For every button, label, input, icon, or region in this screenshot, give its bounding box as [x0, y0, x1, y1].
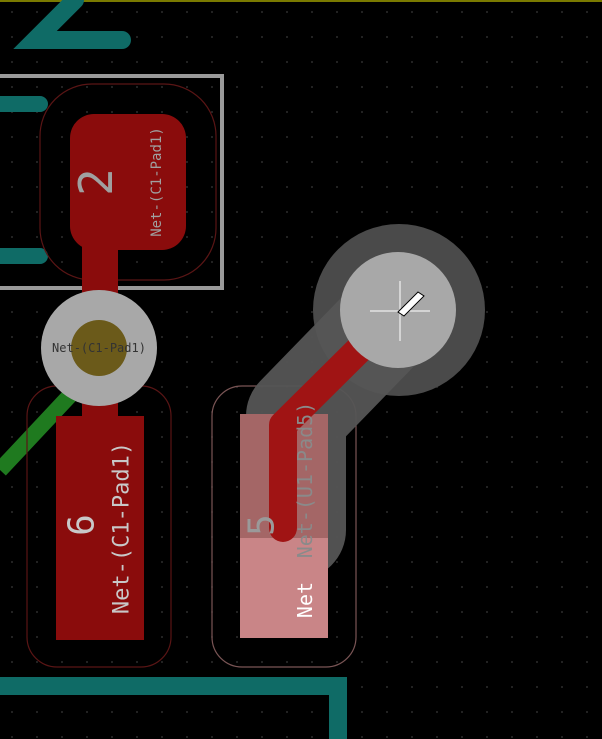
via-hole — [71, 320, 127, 376]
pad-2-neck — [82, 240, 118, 300]
pad-5-net-label: Net-(U1-Pad5) — [293, 402, 317, 559]
pad-2-clearance-outline — [39, 83, 217, 281]
teal-track-top[interactable] — [13, 0, 131, 49]
pad-2-number: 2 — [69, 168, 123, 196]
via-net-label: Net-(C1-Pad1) — [52, 341, 146, 355]
pad-2-net-label: Net-(C1-Pad1) — [149, 127, 165, 237]
pad-5-number: 5 — [242, 514, 283, 536]
pad-6-number: 6 — [62, 514, 103, 536]
pad-5-net-label-partial: Net — [293, 582, 317, 618]
pad-2[interactable] — [70, 114, 186, 250]
pencil-icon — [397, 291, 425, 317]
green-track[interactable] — [0, 384, 81, 476]
teal-tracks[interactable] — [0, 0, 347, 739]
pad-6[interactable] — [56, 416, 144, 640]
via-right-ring[interactable] — [340, 252, 456, 368]
teal-track-bottom[interactable] — [0, 677, 347, 739]
pad-6-net-label: Net-(C1-Pad1) — [110, 442, 135, 614]
